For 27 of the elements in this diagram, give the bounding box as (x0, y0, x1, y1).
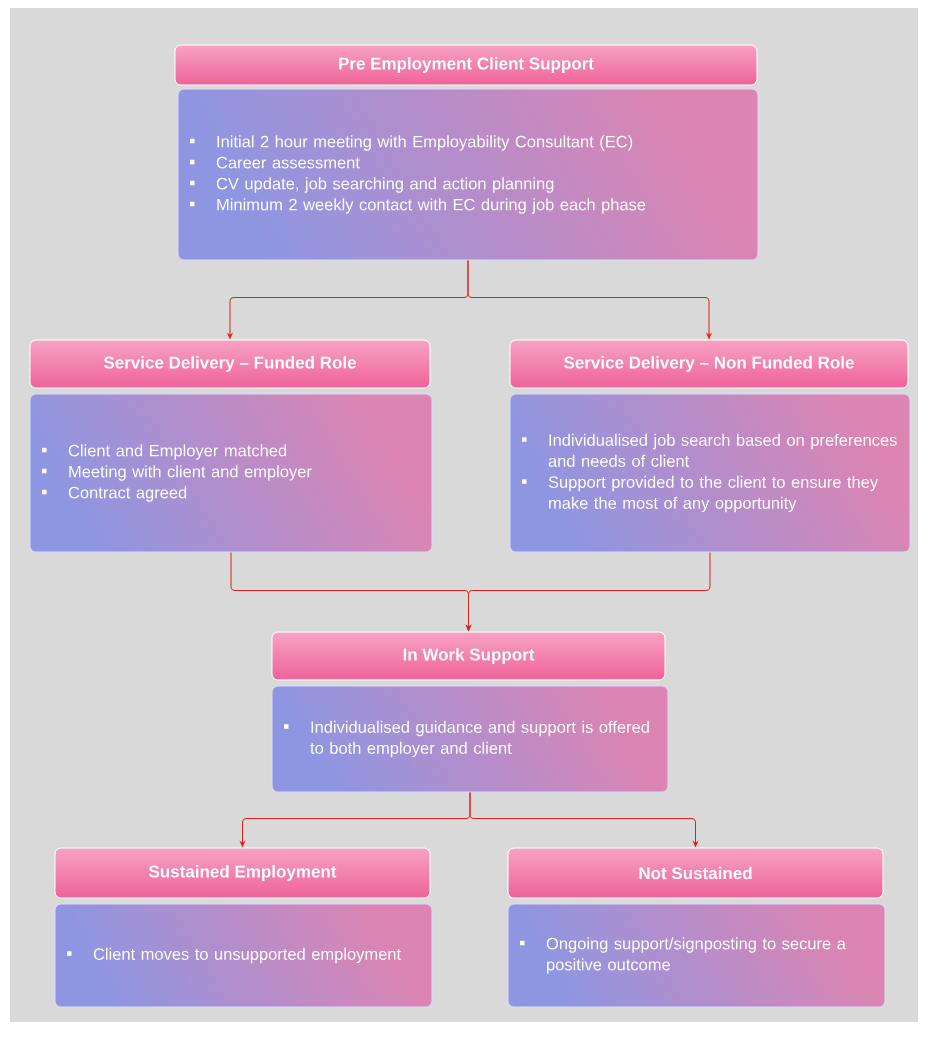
bullet-text: Career assessment (216, 156, 360, 169)
list-box (509, 393, 911, 553)
bullet-text: Meeting with client and employer (69, 465, 312, 481)
list-box (54, 903, 433, 1008)
list-box (507, 903, 886, 1008)
list-box (271, 685, 669, 793)
bullet-text: Contract agreed (68, 486, 187, 502)
section-header: Pre Employment Client Support (174, 44, 758, 86)
section-header: Service Delivery – Non Funded Role (509, 339, 909, 389)
bullet-text: CV update, job searching and action planning (216, 177, 554, 193)
arrow (467, 260, 712, 339)
bullet-text: Initial 2 hour meeting with Employability Consultant (EC) (217, 135, 633, 151)
section-header: In Work Support (271, 631, 666, 681)
arrow (469, 792, 698, 847)
bullet-text: Ongoing support/signposting to secure a positive outcome (546, 937, 846, 974)
arrow (466, 552, 711, 631)
list-box (29, 393, 433, 553)
bullet-text: Individualised job search based on preferences and needs of client (548, 433, 897, 467)
section-header: Sustained Employment (54, 847, 431, 899)
bullet-text: Client and Employer matched (68, 444, 287, 460)
list-box (177, 88, 759, 261)
bullet-text: Individualised guidance and support is offered to both employer and client (310, 720, 649, 758)
bullet-text: Client moves to unsupported employment (93, 947, 401, 964)
bullet-text: Support provided to the client to ensure they make the most of any opportunity (548, 475, 879, 513)
section-header: Service Delivery – Funded Role (29, 339, 431, 389)
bullet-text: Minimum 2 weekly contact with EC during job each phase (217, 198, 646, 214)
section-header: Not Sustained (507, 847, 884, 899)
